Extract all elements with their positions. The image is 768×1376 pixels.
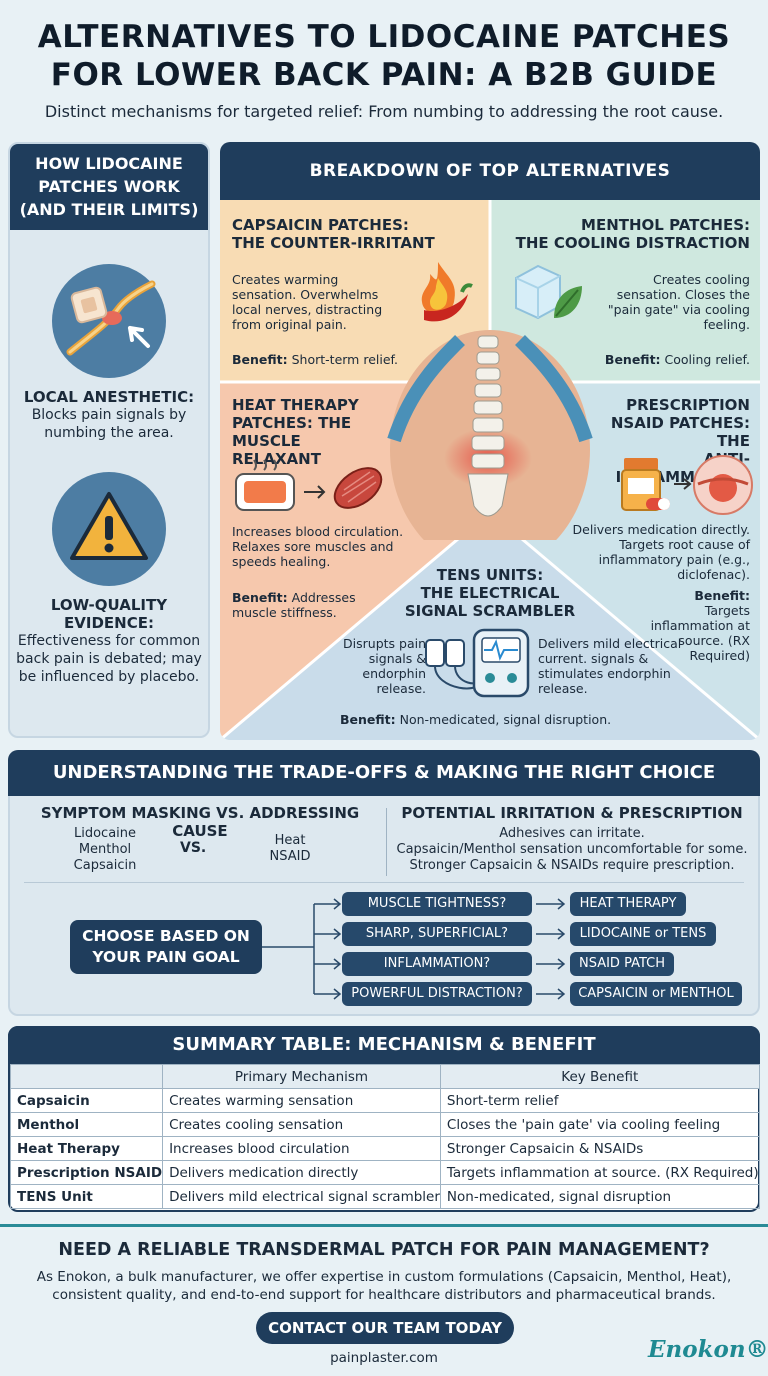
section-divider (0, 1224, 768, 1227)
cause-list: Heat NSAID (269, 833, 311, 864)
breakdown-header: BREAKDOWN OF TOP ALTERNATIVES (220, 142, 760, 200)
table-column-header (9, 1064, 164, 1089)
divider (386, 808, 387, 876)
low-quality-evidence-block: LOW-QUALITY EVIDENCE: Effectiveness for … (16, 596, 202, 685)
inflamed-skin-icon (692, 454, 754, 516)
divider (24, 882, 744, 883)
ice-leaf-icon (510, 258, 586, 326)
choose-box: CHOOSE BASED ON YOUR PAIN GOAL (70, 920, 262, 974)
nsaid-description: Delivers medication directly. Targets ro… (572, 522, 751, 582)
website-link[interactable]: painplaster.com (330, 1350, 438, 1366)
table-row: Capsaicin Creates warming sensation Shor… (9, 1088, 760, 1113)
menthol-description: Creates cooling sensation. Closes the "p… (607, 272, 750, 332)
tens-device-icon (424, 626, 534, 700)
masking-title: SYMPTOM MASKING VS. ADDRESSING CAUSE (40, 804, 360, 840)
summary-table: Primary Mechanism Key Benefit Capsaicin … (9, 1064, 760, 1209)
menthol-heading: MENTHOL PATCHES: THE COOLING DISTRACTION (515, 216, 750, 252)
table-row: Prescription NSAID Delivers medication d… (9, 1160, 760, 1185)
choice-arrows (534, 890, 568, 1010)
capsaicin-description: Creates warming sensation. Overwhelms lo… (232, 272, 383, 332)
irritation-title: POTENTIAL IRRITATION & PRESCRIPTION (401, 804, 743, 822)
table-row: TENS Unit Delivers mild electrical signa… (9, 1184, 760, 1209)
brand-logo: Enokon® (648, 1336, 768, 1363)
table-cell: Creates cooling sensation (162, 1112, 441, 1137)
table-cell: Increases blood circulation (162, 1136, 441, 1161)
arrow-icon (672, 474, 692, 494)
capsaicin-benefit: Benefit: Short-term relief. (232, 352, 398, 367)
capsaicin-heading: CAPSAICIN PATCHES: THE COUNTER-IRRITANT (232, 216, 435, 252)
menthol-benefit: Benefit: Cooling relief. (604, 352, 750, 367)
table-cell: Delivers mild electrical signal scramble… (162, 1184, 441, 1209)
table-cell: Targets inflammation at source. (RX Requ… (439, 1160, 760, 1185)
warning-icon (52, 472, 166, 586)
heat-heading: HEAT THERAPY PATCHES: THE MUSCLE RELAXAN… (232, 396, 359, 468)
tens-heading: TENS UNITS: THE ELECTRICAL SIGNAL SCRAMB… (404, 566, 576, 620)
lidocaine-panel-header: HOW LIDOCAINE PATCHES WORK (AND THEIR LI… (10, 144, 208, 230)
table-cell: Delivers medication directly (162, 1160, 441, 1185)
table-cell: Menthol (9, 1112, 164, 1137)
nsaid-benefit: Benefit: Targets inflammation at source.… (650, 588, 750, 663)
table-cell: Heat Therapy (9, 1136, 164, 1161)
table-column-header: Primary Mechanism (162, 1064, 441, 1089)
table-cell: Closes the 'pain gate' via cooling feeli… (439, 1112, 760, 1137)
heat-pad-icon (232, 456, 382, 516)
choice-connector (262, 890, 352, 1010)
goal-question: INFLAMMATION? (342, 952, 532, 976)
contact-button[interactable]: CONTACT OUR TEAM TODAY (256, 1312, 514, 1344)
lidocaine-panel (8, 142, 210, 738)
table-cell: Non-medicated, signal disruption (439, 1184, 760, 1209)
table-cell: TENS Unit (9, 1184, 164, 1209)
spine-illustration (380, 330, 600, 570)
local-anesthetic-block: LOCAL ANESTHETIC: Blocks pain signals by… (23, 388, 195, 441)
irritation-list: Adhesives can irritate. Capsaicin/Mentho… (396, 826, 748, 873)
table-cell: Prescription NSAID (9, 1160, 164, 1185)
page-subtitle: Distinct mechanisms for targeted relief:… (44, 102, 724, 121)
table-row: Menthol Creates cooling sensation Closes… (9, 1112, 760, 1137)
goal-answer: HEAT THERAPY (570, 892, 686, 916)
cta-text: As Enokon, a bulk manufacturer, we offer… (36, 1269, 732, 1303)
goal-question: MUSCLE TIGHTNESS? (342, 892, 532, 916)
heat-description: Increases blood circulation. Relaxes sor… (232, 524, 404, 569)
masking-list: Lidocaine Menthol Capsaicin (73, 826, 137, 873)
table-cell: Creates warming sensation (162, 1088, 441, 1113)
tens-description-left: Disrupts pain signals & endorphin releas… (343, 636, 426, 696)
goal-question: POWERFUL DISTRACTION? (342, 982, 532, 1006)
table-row: Heat Therapy Increases blood circulation… (9, 1136, 760, 1161)
cta-heading: NEED A RELIABLE TRANSDERMAL PATCH FOR PA… (58, 1240, 710, 1260)
summary-table-header: SUMMARY TABLE: MECHANISM & BENEFIT (8, 1026, 760, 1064)
goal-question: SHARP, SUPERFICIAL? (342, 922, 532, 946)
nerve-patch-icon (52, 264, 166, 378)
chili-flame-icon (402, 256, 474, 328)
vs-label: VS. (180, 840, 207, 856)
page-title: ALTERNATIVES TO LIDOCAINE PATCHES FOR LO… (37, 19, 731, 93)
table-cell: Capsaicin (9, 1088, 164, 1113)
tens-benefit: Benefit: Non-medicated, signal disruptio… (340, 712, 612, 727)
goal-answer: LIDOCAINE or TENS (570, 922, 716, 946)
tens-description-right: Delivers mild electrical current. signal… (538, 636, 682, 696)
goal-answer: NSAID PATCH (570, 952, 674, 976)
table-cell: Short-term relief (439, 1088, 760, 1113)
goal-answer: CAPSAICIN or MENTHOL (570, 982, 742, 1006)
heat-benefit: Benefit: Addresses muscle stiffness. (232, 590, 356, 620)
pill-bottle-icon (616, 454, 672, 516)
tradeoffs-header: UNDERSTANDING THE TRADE-OFFS & MAKING TH… (8, 750, 760, 796)
table-column-header: Key Benefit (439, 1064, 760, 1089)
table-cell: Stronger Capsaicin & NSAIDs (439, 1136, 760, 1161)
table-header-row: Primary Mechanism Key Benefit (9, 1064, 760, 1089)
muscle-icon (330, 460, 386, 516)
